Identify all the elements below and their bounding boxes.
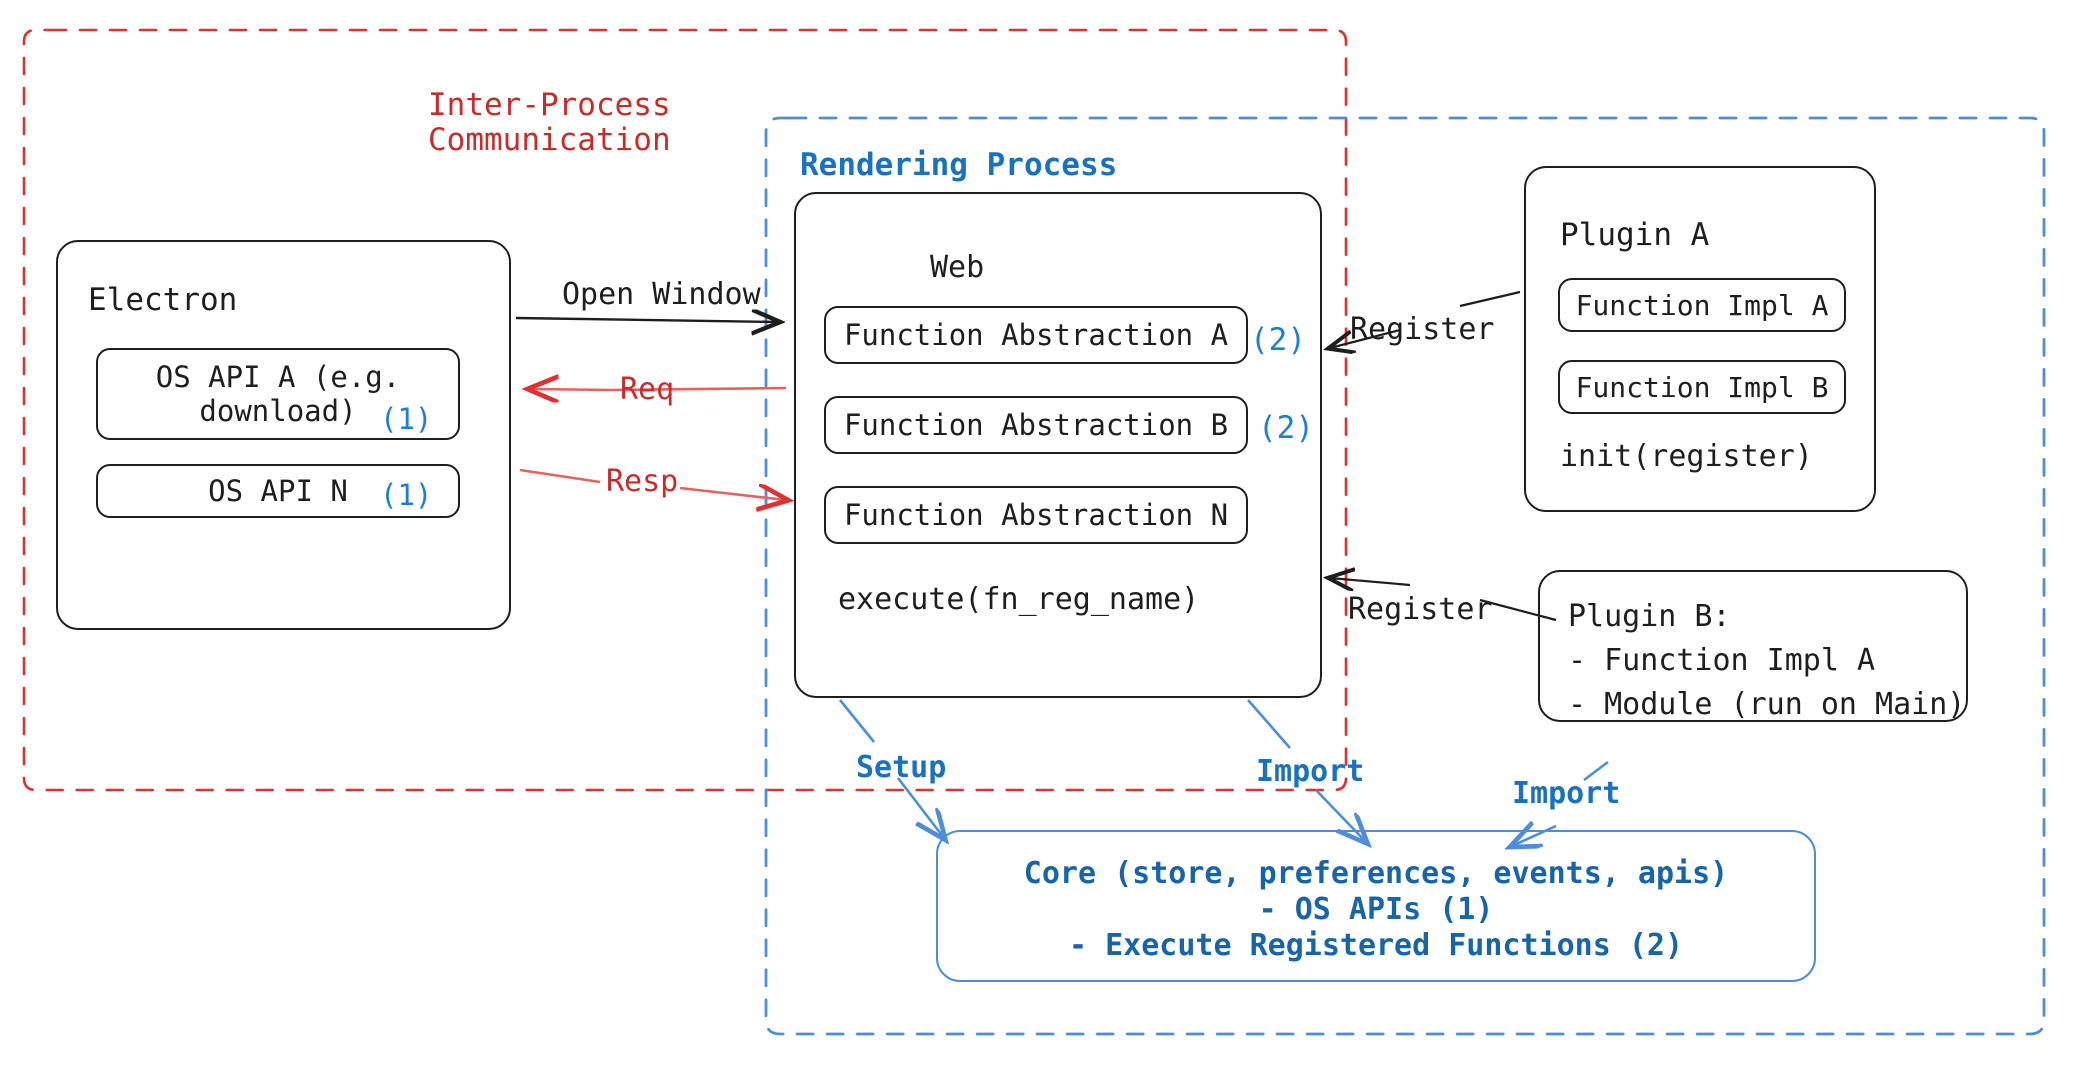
os-api-a-marker: (1) [380,402,433,436]
ipc-region-label-line1: Inter-Process [428,87,671,123]
core-line-3: - Execute Registered Functions (2) [1068,928,1684,963]
function-impl-b-box[interactable]: Function Impl B [1558,360,1846,414]
plugin-b-item-module: - Module (run on Main) [1568,687,1966,722]
os-api-n-box[interactable]: OS API N [96,464,460,518]
function-abstraction-n-box[interactable]: Function Abstraction N [824,486,1248,544]
plugin-a-box[interactable] [1524,166,1876,512]
function-abstraction-a-label: Function Abstraction A [843,318,1229,352]
core-line-2: - OS APIs (1) [1258,892,1494,927]
edge-label-import-plugin: Import [1512,776,1621,811]
rendering-region-label: Rendering Process [800,147,1118,183]
function-abstraction-a-marker: (2) [1250,322,1306,358]
plugin-a-init-label: init(register) [1560,439,1813,474]
core-line-1: Core (store, preferences, events, apis) [1023,856,1729,891]
plugin-b-item-function-impl-a: - Function Impl A [1568,643,1876,678]
function-abstraction-n-label: Function Abstraction N [843,498,1229,532]
function-abstraction-b-marker: (2) [1258,410,1314,446]
os-api-n-label: OS API N [208,474,348,508]
function-abstraction-b-box[interactable]: Function Abstraction B [824,396,1248,454]
plugin-b-title: Plugin B: [1568,599,1731,634]
web-box[interactable] [794,192,1322,698]
plugin-a-title: Plugin A [1560,217,1710,253]
plugin-b-box[interactable] [1538,570,1968,722]
function-impl-b-label: Function Impl B [1575,370,1829,404]
edge-label-req: Req [620,372,675,407]
web-title: Web [930,250,985,285]
ipc-region-label-line2: Communication [428,122,671,158]
function-abstraction-b-label: Function Abstraction B [843,408,1229,442]
edge-label-open-window: Open Window [562,277,761,312]
edge-open-window [515,318,778,322]
edge-label-setup: Setup [856,750,947,785]
os-api-a-label: OS API A (e.g. download) [155,360,401,428]
function-abstraction-a-box[interactable]: Function Abstraction A [824,306,1248,364]
web-execute-label: execute(fn_reg_name) [838,582,1200,617]
electron-box[interactable] [56,240,511,630]
edge-label-register-b: Register [1348,592,1493,627]
edge-label-register-a: Register [1350,312,1495,347]
core-box[interactable] [936,830,1816,982]
edge-label-resp: Resp [606,464,679,499]
function-impl-a-box[interactable]: Function Impl A [1558,278,1846,332]
edge-label-import-web: Import [1256,754,1365,789]
os-api-n-marker: (1) [380,478,433,512]
function-impl-a-label: Function Impl A [1575,288,1829,322]
electron-title: Electron [88,282,238,318]
os-api-a-box[interactable]: OS API A (e.g. download) [96,348,460,440]
